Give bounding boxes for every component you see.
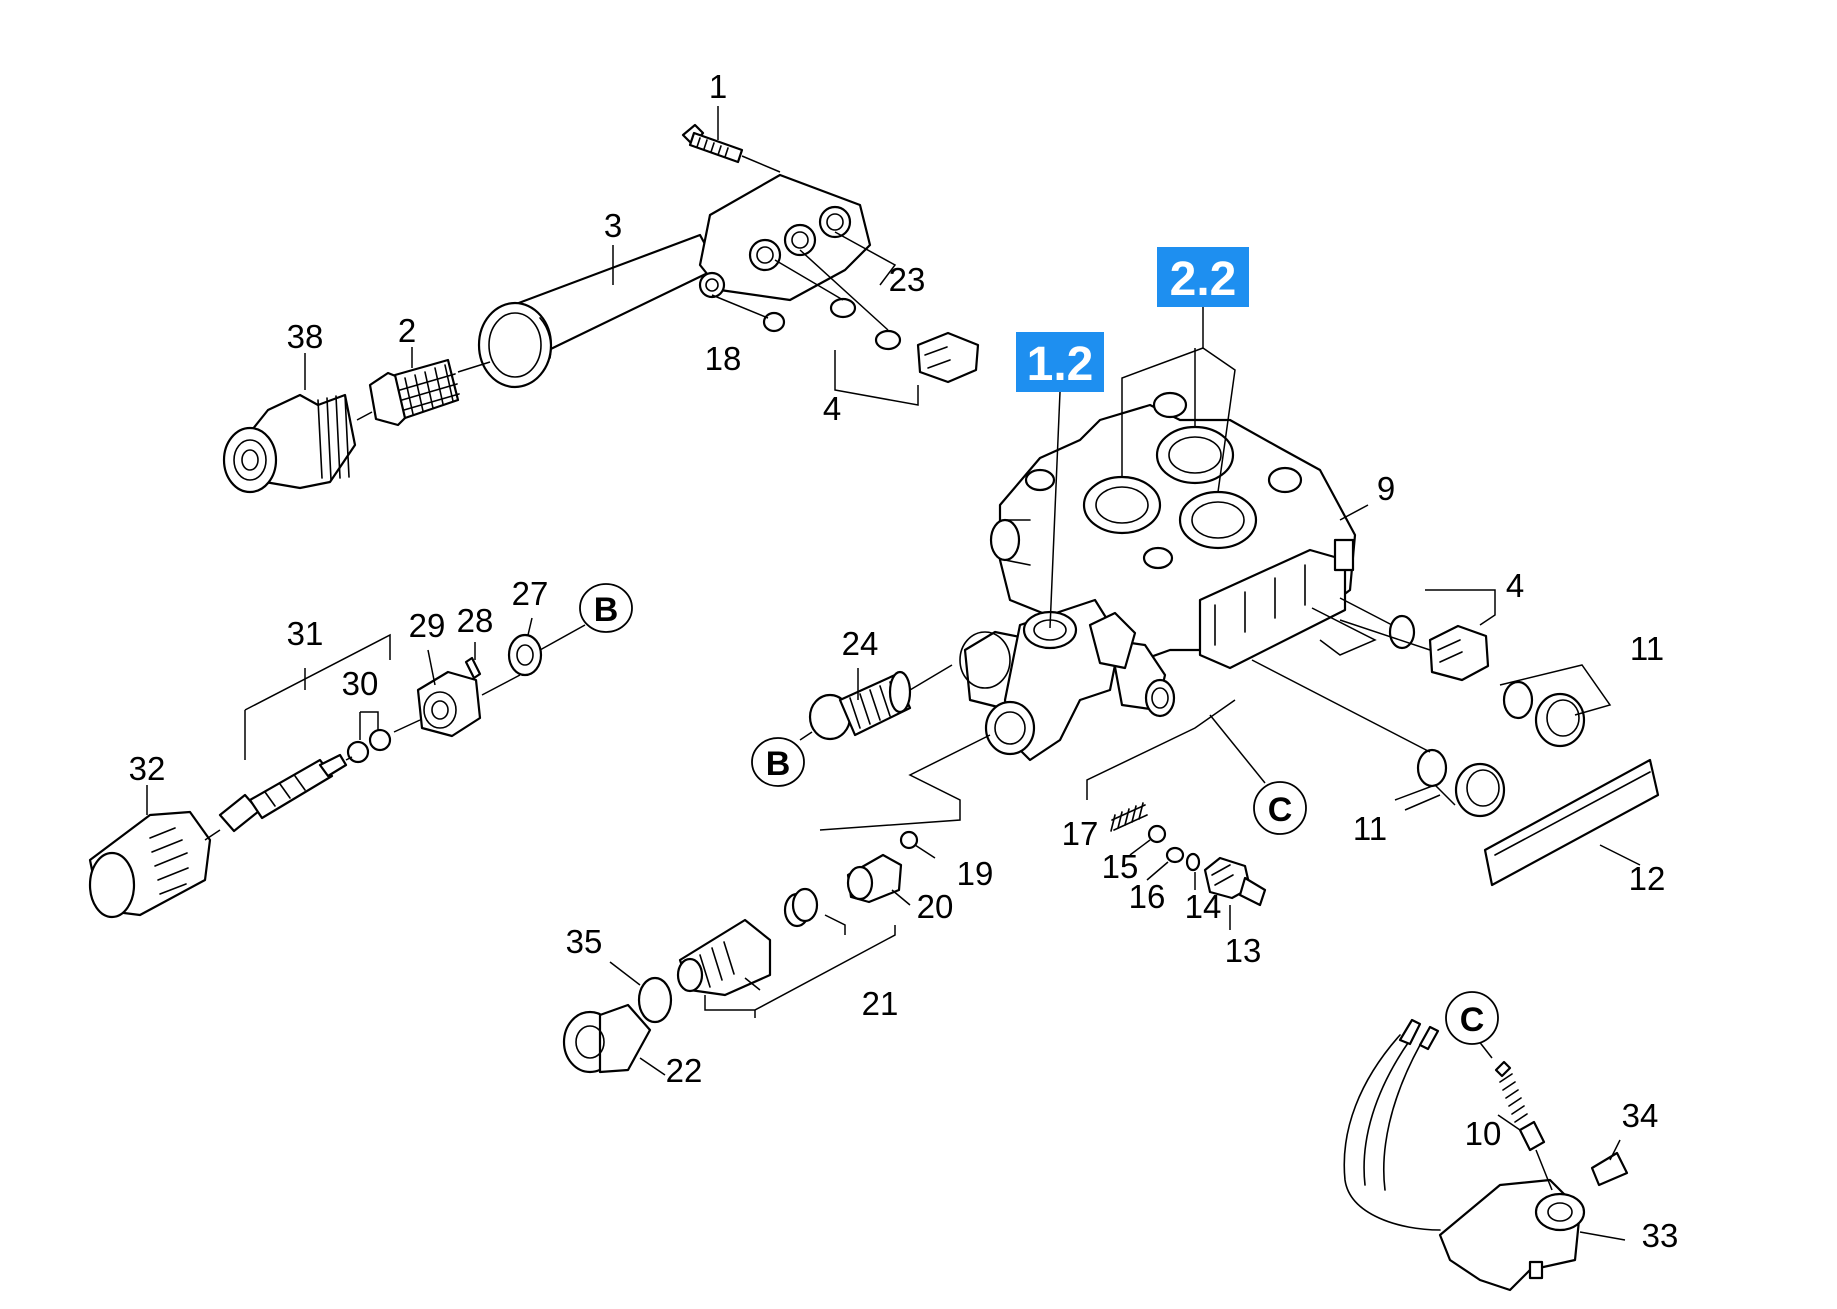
- part-11-plug-upper: [1502, 680, 1586, 748]
- callout-1: 1: [709, 68, 727, 105]
- part-38-hose-coupling: [222, 393, 357, 494]
- badge-2-2: 2.2: [1157, 247, 1249, 307]
- part-22-plug: [562, 1003, 652, 1074]
- callout-33: 33: [1642, 1217, 1679, 1254]
- reference-b-upper: B: [579, 583, 633, 633]
- part-15-ball: [1147, 824, 1167, 844]
- callout-2: 2: [398, 312, 416, 349]
- callout-4-top: 4: [823, 390, 841, 427]
- callout-28: 28: [457, 602, 494, 639]
- svg-text:C: C: [1268, 791, 1293, 829]
- part-33-switch-cable: [1343, 1018, 1586, 1292]
- reference-c-bottom: C: [1445, 991, 1499, 1045]
- part-1-screw: [681, 123, 744, 164]
- callout-15: 15: [1102, 848, 1139, 885]
- badge-1-2: 1.2: [1016, 332, 1104, 392]
- part-31-spindle: [218, 753, 348, 833]
- svg-text:1.2: 1.2: [1027, 338, 1094, 391]
- callout-27: 27: [512, 575, 549, 612]
- part-13-nipple: [1203, 856, 1267, 907]
- callout-38: 38: [287, 318, 324, 355]
- callout-30: 30: [342, 665, 379, 702]
- svg-text:B: B: [766, 745, 791, 783]
- part-21-piston: [676, 887, 819, 997]
- part-30-rings: [346, 728, 392, 764]
- callout-24: 24: [842, 625, 879, 662]
- callout-19: 19: [957, 855, 994, 892]
- callout-14: 14: [1185, 888, 1222, 925]
- part-29-nut: [416, 670, 482, 738]
- part-34-cap: [1590, 1151, 1629, 1187]
- part-3-intake-tube: [477, 173, 872, 389]
- callout-31: 31: [287, 615, 324, 652]
- part-4-valve-right: [1388, 614, 1490, 682]
- callout-9: 9: [1377, 470, 1395, 507]
- callout-29: 29: [409, 607, 446, 644]
- part-11-plug-lower: [1416, 748, 1506, 818]
- callout-13: 13: [1225, 932, 1262, 969]
- callout-12: 12: [1629, 860, 1666, 897]
- part-19-o-ring: [899, 830, 919, 850]
- part-2-strainer: [368, 358, 460, 427]
- part-32-knob: [88, 810, 212, 919]
- part-20-valve-seat: [846, 853, 903, 904]
- part-12-plate: [1483, 758, 1660, 887]
- callout-11-upper: 11: [1630, 630, 1664, 667]
- part-10-pressure-switch: [1494, 1060, 1546, 1152]
- part-27-washer: [507, 633, 543, 677]
- callout-23: 23: [889, 261, 926, 298]
- callout-16: 16: [1129, 878, 1166, 915]
- callout-32: 32: [129, 750, 166, 787]
- svg-text:2.2: 2.2: [1170, 253, 1237, 306]
- callout-34: 34: [1622, 1097, 1659, 1134]
- callout-17: 17: [1062, 815, 1099, 852]
- svg-text:B: B: [594, 591, 619, 629]
- reference-c-middle: C: [1253, 781, 1307, 835]
- part-23-o-rings: [829, 297, 902, 351]
- part-28-pin: [464, 656, 482, 680]
- part-9-pump-housing: [959, 391, 1357, 762]
- callout-11-lower: 11: [1353, 810, 1387, 847]
- part-14-o-ring: [1185, 852, 1201, 872]
- callout-21: 21: [862, 985, 899, 1022]
- callout-4-right: 4: [1506, 567, 1524, 604]
- part-24-valve-insert: [808, 670, 912, 741]
- reference-b-lower: B: [751, 737, 805, 787]
- callout-35: 35: [566, 923, 603, 960]
- part-35-o-ring: [637, 976, 673, 1024]
- callout-22: 22: [666, 1052, 703, 1089]
- part-16-o-ring: [1165, 846, 1185, 864]
- callout-20: 20: [917, 888, 954, 925]
- callout-18: 18: [705, 340, 742, 377]
- callout-10: 10: [1465, 1115, 1502, 1152]
- part-18-o-ring: [762, 311, 786, 333]
- part-4-valve-top: [916, 331, 980, 384]
- callout-3: 3: [604, 207, 622, 244]
- part-17-spring: [1110, 802, 1148, 832]
- svg-text:C: C: [1460, 1001, 1485, 1039]
